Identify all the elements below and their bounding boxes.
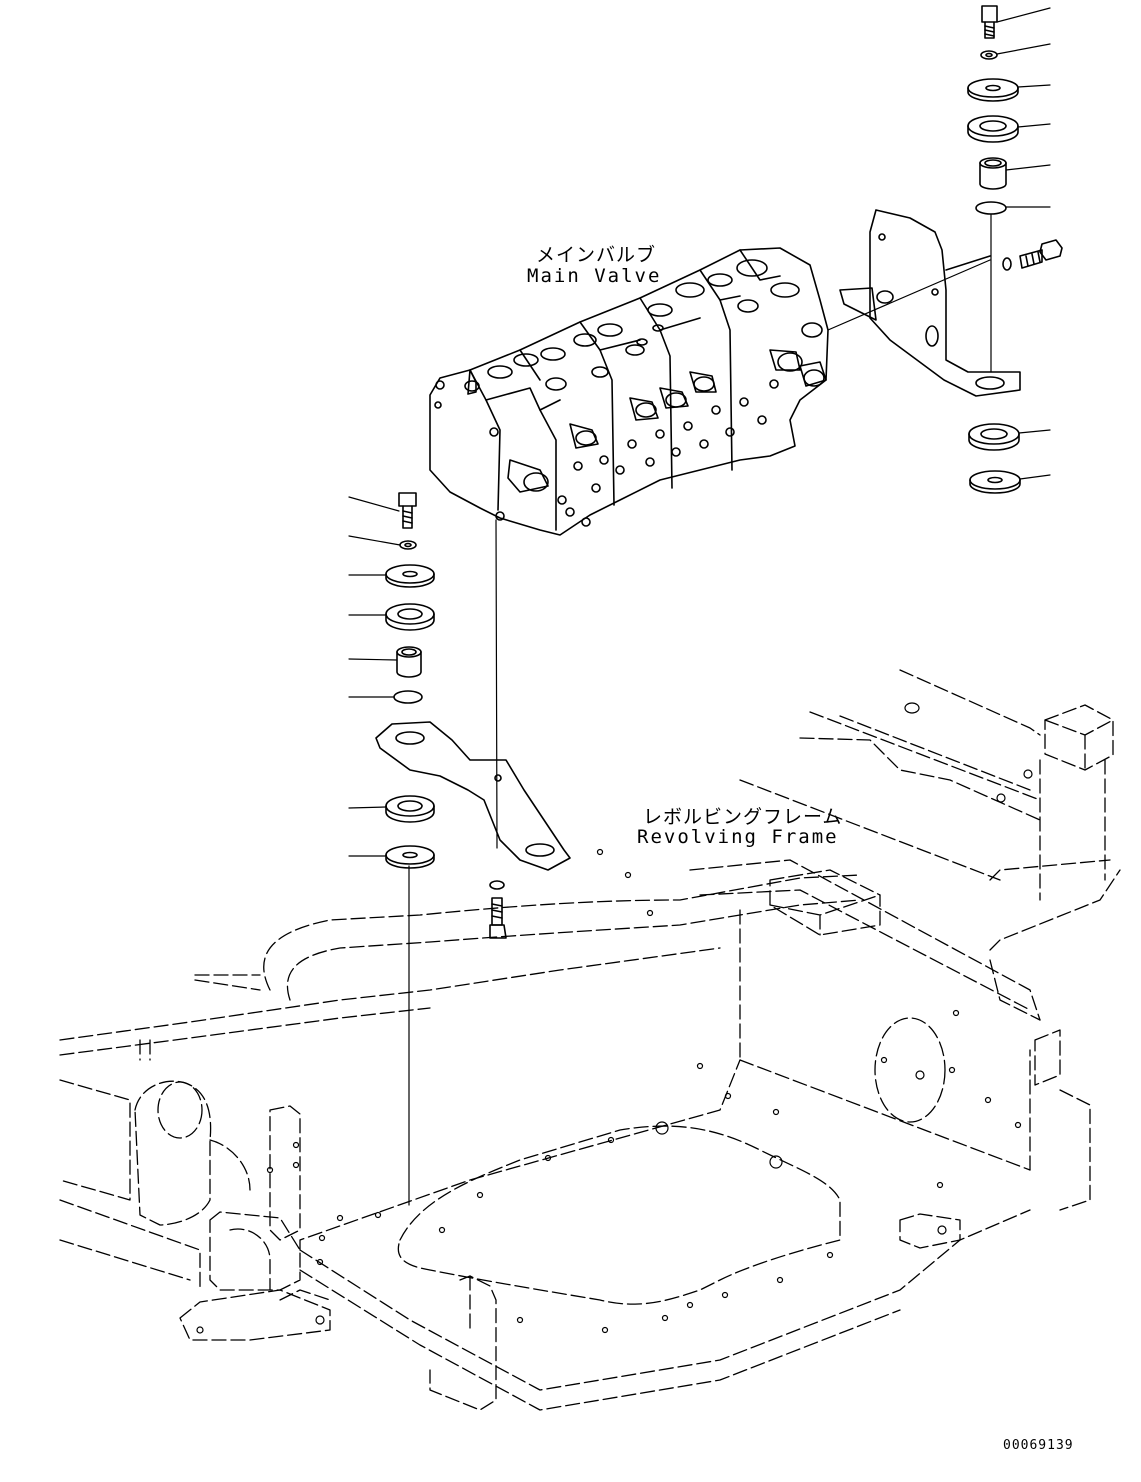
right-o-ring [975,201,1007,215]
left-lock-washer [399,540,417,550]
right-flat-washer-top [967,78,1019,102]
right-collar [979,157,1007,190]
drawing-number: 00069139 [1003,1438,1074,1453]
revolving-frame-label-jp: レボルビングフレーム [643,806,843,828]
right-flat-washer-bottom [969,470,1021,494]
left-o-ring [393,690,423,704]
revolving-frame-label-en: Revolving Frame [637,826,839,848]
left-rubber-mount-top [385,603,435,631]
valve-fittings [434,379,779,527]
right-centerline [827,213,992,373]
frame-holes [196,702,1033,1334]
main-valve-label-jp: メインバルブ [536,244,657,266]
left-rubber-mount-bottom [385,795,435,823]
left-leader-lines [348,496,401,857]
left-flat-washer-bottom [385,845,435,869]
left-bolt [398,492,417,529]
main-valve-label-en: Main Valve [527,265,662,287]
left-collar [396,646,422,678]
right-leader-lines [996,7,1051,480]
right-lock-washer [980,50,998,60]
main-valve-body [429,247,829,536]
right-side-bolt [1002,239,1063,271]
left-flat-washer-top [385,564,435,588]
valve-spools [507,349,827,493]
valve-centerline [495,519,498,849]
bottom-bolt [489,880,507,939]
right-bolt [981,5,998,39]
right-rubber-mount-bottom [968,423,1020,451]
right-rubber-mount-top [967,115,1019,143]
revolving-frame [59,669,1121,1411]
left-bracket [375,721,571,871]
right-bracket [839,209,1021,397]
